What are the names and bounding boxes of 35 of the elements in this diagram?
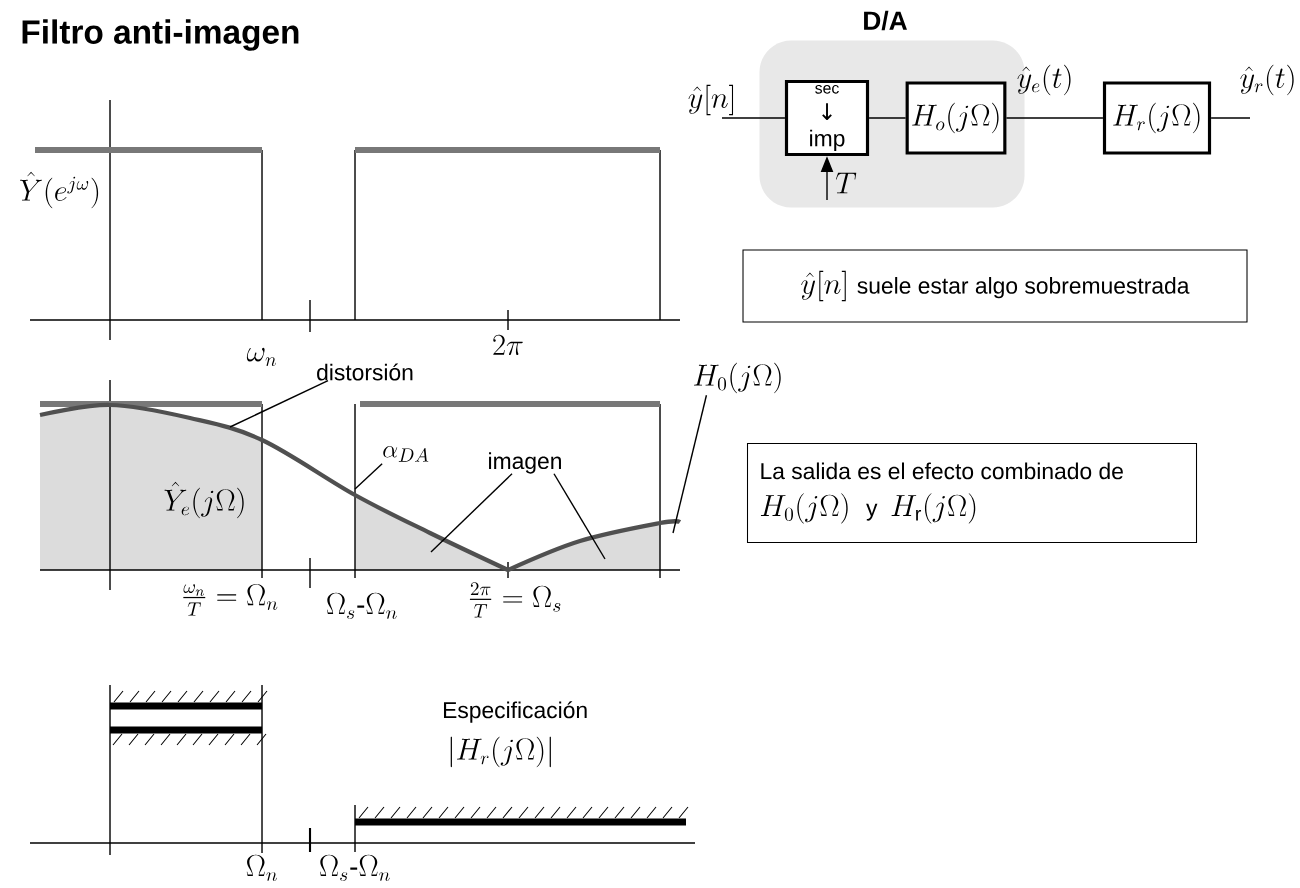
signal-line bbox=[1210, 117, 1251, 119]
note-box: La salida es el efecto combinado de $H_0(j\Omega)$ y $H_\mathrm{r}(j\Omega)$ bbox=[747, 442, 1198, 543]
tick-label: $\frac{2\pi}{T}=\Omega_s$ bbox=[469, 582, 561, 618]
annotation-label: imagen bbox=[489, 452, 561, 474]
block-box: sec ↓ imp bbox=[784, 79, 870, 157]
group-heading: D/A bbox=[864, 10, 907, 31]
leader-line bbox=[430, 473, 513, 553]
leader-line bbox=[229, 379, 329, 428]
signal-label: $\hat{y}_r(t)$ bbox=[1240, 64, 1294, 96]
signal-line bbox=[868, 117, 907, 119]
leader-line bbox=[553, 473, 606, 560]
annotation-label: $H_0(j\Omega)$ bbox=[693, 362, 781, 394]
signal-label: $\hat{y}[n]$ bbox=[688, 84, 734, 116]
signal-label: $\hat{y}_e(t)$ bbox=[1017, 64, 1071, 96]
curve-label: $\hat{Y}_e(j\Omega)$ bbox=[164, 481, 244, 519]
signal-line bbox=[721, 117, 786, 119]
block-box: $H_r(j\Omega)$ bbox=[1102, 81, 1212, 155]
signal-line bbox=[1005, 117, 1104, 119]
annotation-label: distorsión bbox=[317, 363, 413, 381]
axis-label: $\hat{Y}(e^{j\omega})$ bbox=[20, 171, 99, 209]
leader-line bbox=[672, 394, 708, 534]
tick-label: $\frac{\omega_n}{T}=\Omega_n$ bbox=[183, 583, 278, 616]
note-box: $\hat{y}[n]$ suele estar algo sobremuestrada bbox=[742, 249, 1248, 323]
tick-label: $2\pi$ bbox=[493, 334, 523, 356]
leader-line bbox=[354, 463, 383, 490]
block-box: $H_o(j\Omega)$ bbox=[905, 81, 1007, 155]
plot-title: $|H_r(j\Omega)|$ bbox=[450, 736, 551, 768]
title: Filtro anti-imagen bbox=[22, 19, 299, 51]
tick-label: $\Omega_s\text{-}\Omega_n$ bbox=[320, 854, 390, 881]
plot-title: Especificación bbox=[444, 701, 587, 723]
tick-label: $\omega_n$ bbox=[246, 347, 277, 367]
annotation-label: $\alpha_{DA}$ bbox=[383, 446, 429, 462]
signal-label: $T$ bbox=[835, 172, 857, 194]
tick-label: $\Omega_s\text{-}\Omega_n$ bbox=[327, 592, 397, 619]
tick-label: $\Omega_n$ bbox=[246, 854, 277, 881]
